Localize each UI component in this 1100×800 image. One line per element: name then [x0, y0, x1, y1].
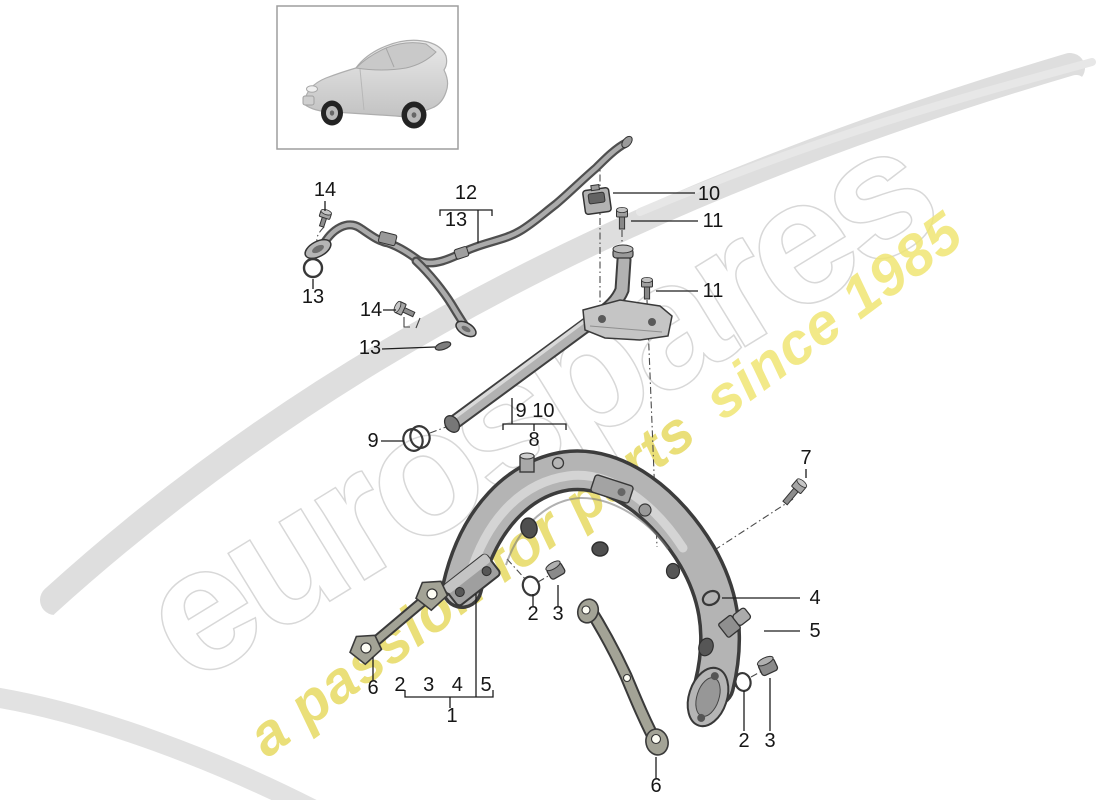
- bolt-11-upper: [616, 207, 628, 230]
- hose-branch-flange: [455, 320, 477, 338]
- clamp-10: [582, 184, 612, 216]
- pipe-mounting-bracket: [582, 299, 673, 341]
- o-ring-13: [302, 257, 324, 279]
- background-swoosh: [0, 53, 1096, 800]
- gasket-6-strip: [576, 598, 669, 756]
- callout-2-right[interactable]: 2: [738, 730, 749, 752]
- callout-13-oring[interactable]: 13: [302, 286, 324, 308]
- assembly-bottom-flange: [686, 666, 730, 728]
- callout-3-right[interactable]: 3: [764, 730, 775, 752]
- callout-14-upper[interactable]: 14: [314, 179, 336, 201]
- callout-2345-group[interactable]: 2 3 4 5: [394, 674, 497, 696]
- bolt-14-upper: [318, 208, 332, 228]
- callout-1[interactable]: 1: [446, 705, 457, 727]
- callout-5[interactable]: 5: [809, 620, 820, 642]
- assembly-port: [665, 562, 681, 580]
- pipe-open-end: [443, 415, 461, 433]
- callout-14-lower[interactable]: 14: [360, 299, 382, 321]
- callout-leader-lines: [312, 192, 807, 778]
- callout-6-strip[interactable]: 6: [650, 775, 661, 797]
- callout-9[interactable]: 9: [367, 430, 378, 452]
- callout-11-upper[interactable]: 11: [703, 210, 724, 232]
- callout-labels: 14 13 14 13 12 13 10 11 11 9 9 10 8 7 4 …: [302, 179, 821, 797]
- hose-union-fitting: [377, 231, 398, 247]
- callout-2-left[interactable]: 2: [527, 603, 538, 625]
- plug-3-right: [756, 655, 779, 677]
- part-breather-hose: [304, 135, 633, 338]
- bolt-14-lower: [393, 300, 416, 318]
- callout-7[interactable]: 7: [800, 447, 811, 469]
- vehicle-thumbnail-box: [276, 5, 459, 150]
- callout-9-10-group[interactable]: 9 10: [516, 400, 555, 422]
- hose-end-nipple: [621, 135, 633, 149]
- vehicle-illustration: [302, 39, 449, 129]
- plug-3-left: [545, 560, 566, 580]
- callout-10[interactable]: 10: [698, 183, 720, 205]
- o-ring-9: [402, 425, 431, 452]
- assembly-port: [698, 637, 714, 657]
- callout-6-dogbone[interactable]: 6: [367, 677, 378, 699]
- callout-13-hose[interactable]: 13: [445, 209, 467, 231]
- assembly-top-bosses: [519, 452, 652, 517]
- callout-8[interactable]: 8: [528, 429, 539, 451]
- bolt-7: [782, 478, 808, 506]
- gasket-6-dogbone: [349, 580, 449, 666]
- hose-left-flange: [304, 238, 332, 260]
- callout-12[interactable]: 12: [455, 182, 477, 204]
- assembly-port: [520, 517, 538, 539]
- hose-junction-collar: [453, 246, 470, 260]
- o-ring-4: [701, 589, 721, 607]
- bolt-position-marks: [403, 317, 421, 329]
- callout-4[interactable]: 4: [809, 587, 820, 609]
- callout-13-seal[interactable]: 13: [359, 337, 381, 359]
- part-water-pipe-assembly-1: [441, 449, 742, 728]
- fitting-5: [718, 607, 752, 638]
- assembly-left-flange: [443, 553, 501, 607]
- assembly-port: [591, 541, 609, 557]
- callout-11-lower[interactable]: 11: [703, 280, 724, 302]
- callout-3-left[interactable]: 3: [552, 603, 563, 625]
- callout-group-brackets: [404, 209, 567, 708]
- o-ring-2-right: [734, 671, 752, 693]
- bolt-11-lower: [641, 277, 653, 300]
- o-ring-2-left: [521, 575, 541, 597]
- seal-13: [434, 341, 452, 351]
